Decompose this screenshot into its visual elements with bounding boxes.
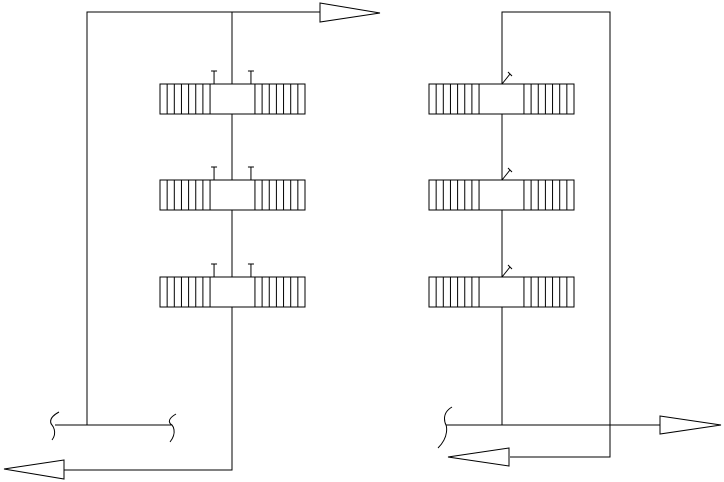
right-supply-arrow [659,415,722,435]
left-return-bottom-pipe [64,306,233,471]
left-break-symbol-right [168,413,177,443]
left-system [3,2,381,480]
right-radiator-group [428,71,575,308]
radiator [428,264,575,308]
radiator-body [159,276,306,308]
valve-handle [507,264,513,270]
left-supply-arrow [319,2,381,23]
right-riser-loop [501,11,611,458]
valve-stem [501,73,511,85]
right-system [428,11,722,467]
radiator-body [428,83,575,115]
radiator-body [159,179,306,211]
valve-handle [507,71,513,77]
right-return-arrow [447,447,510,467]
left-supply-top-pipe [86,11,320,425]
left-break-symbol-left [50,411,60,441]
radiator [159,166,306,211]
valve-handle [507,167,513,173]
right-break-symbol [437,406,453,449]
radiator [428,167,575,211]
radiator-body [428,276,575,308]
left-radiator-group [159,70,306,308]
valve-stem [501,169,511,181]
radiator [428,71,575,115]
radiator [159,263,306,308]
radiator-body [428,179,575,211]
radiator [159,70,306,115]
left-return-arrow [3,459,65,480]
valve-stem [501,266,511,278]
radiator-body [159,83,306,115]
